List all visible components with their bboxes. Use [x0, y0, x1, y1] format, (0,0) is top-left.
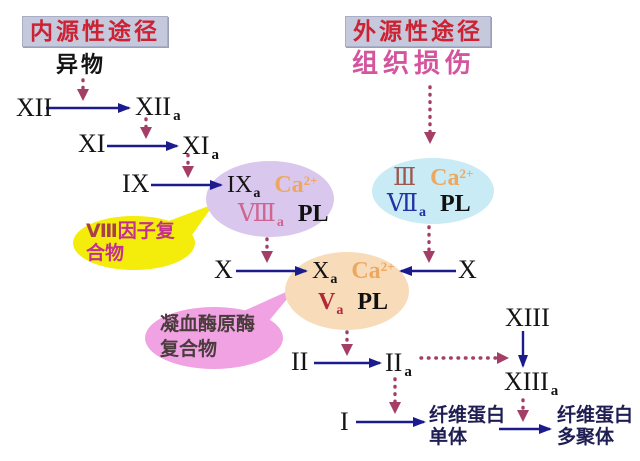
fibrin-monomer-line1: 纤维蛋白 — [429, 405, 506, 426]
factor-xiia-subscript: a — [173, 108, 181, 124]
prothrombinase-calcium: Ca2+ — [351, 258, 394, 284]
fibrin-monomer-label: 纤维蛋白 单体 — [429, 405, 505, 449]
factor-xiiia-text: XIII — [504, 367, 549, 396]
node-factor-ix: IX — [122, 171, 149, 197]
node-factor-ii: II — [291, 349, 308, 375]
tissue-injury-label: 组织损伤 — [352, 48, 477, 79]
factor-x-left-text: X — [214, 255, 233, 284]
node-factor-xi: XI — [78, 131, 105, 157]
phospholipid-label: PL — [297, 201, 329, 227]
intrinsic-tenase-factor-subscript: a — [253, 186, 261, 201]
phospholipid-label: PL — [357, 289, 389, 315]
factor-va-subscript: a — [336, 303, 344, 318]
calcium-symbol: Ca — [351, 258, 381, 284]
prothrombinase-complex-bubble — [145, 287, 297, 369]
calcium-symbol: Ca — [430, 165, 460, 191]
factor-va-text: V — [318, 289, 336, 315]
factor-viiia-subscript: a — [276, 215, 284, 230]
calcium-charge: 2+ — [380, 259, 395, 274]
factor-iia-subscript: a — [404, 364, 412, 380]
prothrombinase-ellipse — [285, 252, 409, 330]
factor-xiii-text: XIII — [505, 303, 550, 332]
tissue-factor-iii-text: Ⅲ — [393, 165, 417, 191]
factor8-complex-text1: 因子复 — [117, 221, 175, 242]
factor-iia-text: II — [385, 348, 403, 377]
tissue-injury-text: 组织损伤 — [352, 48, 477, 78]
solid-arrows — [46, 103, 552, 434]
calcium-charge: 2+ — [303, 173, 318, 188]
fibrin-polymer-line1: 纤维蛋白 — [557, 405, 634, 426]
prothrombinase-line1: Xa Ca2+ — [312, 259, 395, 287]
prothrombinase-complex-line2: 复合物 — [160, 339, 218, 360]
factor-viia-text: Ⅶ — [387, 191, 418, 217]
factor-xa-text: X — [312, 258, 330, 284]
node-factor-xiii: XIII — [505, 305, 550, 331]
factor-xiia-text: XII — [135, 92, 172, 121]
fibrin-polymer-line2: 多聚体 — [557, 427, 615, 448]
intrinsic-tenase-calcium: Ca2+ — [274, 172, 317, 198]
factor-ix-text: IX — [122, 169, 150, 198]
intrinsic-tenase-ellipse — [206, 161, 334, 237]
extrinsic-pathway-label: 外源性途径 — [353, 18, 483, 44]
factor8-complex-line2: 合物 — [86, 243, 125, 264]
factor-xii-text: XII — [16, 93, 53, 122]
intrinsic-pathway-label: 内源性途径 — [30, 18, 160, 44]
extrinsic-tenase-line2: Ⅶa PL — [387, 192, 471, 220]
factor-viiia-text: Ⅷ — [238, 201, 276, 227]
factor-x-right-text: X — [458, 255, 477, 284]
factor-viii-mark: Ⅷ — [86, 221, 118, 242]
factor-xi-text: XI — [78, 129, 106, 158]
extrinsic-tenase-line1: Ⅲ Ca2+ — [393, 166, 473, 190]
factor8-complex-line1: Ⅷ因子复 — [86, 221, 175, 243]
extrinsic-pathway-title: 外源性途径 — [345, 16, 491, 47]
intrinsic-tenase-line1: IXa Ca2+ — [227, 173, 318, 201]
factor8-complex-callout: Ⅷ因子复 合物 — [86, 221, 175, 265]
node-factor-i: I — [340, 409, 349, 435]
node-factor-xii: XII — [16, 95, 52, 121]
intrinsic-tenase-factor: IX — [227, 172, 253, 198]
factor-xa-subscript: a — [330, 272, 338, 287]
node-factor-x-right: X — [458, 257, 477, 283]
fibrin-polymer-label: 纤维蛋白 多聚体 — [557, 405, 633, 449]
phospholipid-label: PL — [439, 191, 471, 217]
intrinsic-pathway-title: 内源性途径 — [22, 16, 168, 47]
factor-xia-subscript: a — [211, 147, 219, 163]
intrinsic-tenase-line2: Ⅷa PL — [238, 202, 328, 230]
foreign-body-text: 异物 — [56, 52, 107, 77]
prothrombinase-complex-line1: 凝血酶原酶 — [160, 314, 256, 335]
factor8-complex-bubble — [73, 204, 214, 270]
factor-xia-text: XI — [182, 131, 210, 160]
node-factor-x-left: X — [214, 257, 233, 283]
dotted-arrows — [77, 78, 529, 422]
factor-xiiia-subscript: a — [550, 383, 559, 399]
prothrombinase-line2: Va PL — [318, 290, 388, 318]
fibrin-monomer-line2: 单体 — [429, 427, 468, 448]
factor-viia-subscript: a — [418, 205, 426, 220]
calcium-symbol: Ca — [274, 172, 304, 198]
prothrombinase-complex-callout: 凝血酶原酶 复合物 — [160, 312, 255, 362]
extrinsic-tenase-calcium: Ca2+ — [430, 165, 473, 191]
foreign-body-label: 异物 — [56, 52, 106, 77]
factor-i-text: I — [340, 407, 349, 436]
factor-ii-text: II — [291, 347, 309, 376]
extrinsic-tenase-ellipse — [372, 158, 494, 224]
calcium-charge: 2+ — [459, 166, 474, 181]
